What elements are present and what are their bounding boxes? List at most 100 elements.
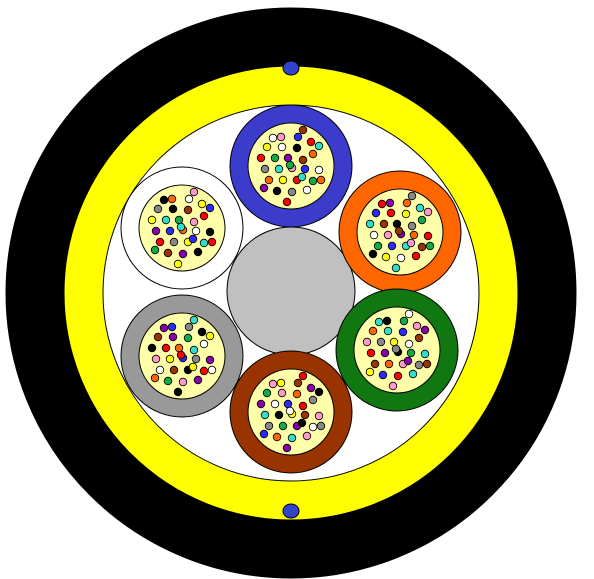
optical-fiber bbox=[394, 226, 404, 236]
optical-fiber bbox=[292, 143, 302, 153]
optical-fiber bbox=[425, 241, 435, 251]
optical-fiber bbox=[282, 197, 292, 207]
optical-fiber bbox=[205, 203, 215, 213]
optical-fiber bbox=[161, 215, 171, 225]
optical-fiber bbox=[420, 325, 430, 335]
optical-fiber bbox=[384, 359, 394, 369]
optical-fiber bbox=[168, 332, 178, 342]
optical-fiber bbox=[150, 245, 160, 255]
optical-fiber bbox=[371, 208, 381, 218]
optical-fiber bbox=[199, 366, 209, 376]
optical-fiber bbox=[259, 183, 269, 193]
optical-fiber bbox=[370, 359, 380, 369]
optical-fiber bbox=[191, 354, 201, 364]
optical-fiber bbox=[262, 388, 272, 398]
optical-fiber bbox=[163, 248, 173, 258]
optical-fiber bbox=[184, 194, 194, 204]
optical-fiber bbox=[391, 263, 401, 273]
optical-fiber bbox=[314, 165, 324, 175]
optical-fiber bbox=[306, 137, 316, 147]
ripcord-group bbox=[282, 60, 300, 519]
optical-fiber bbox=[368, 249, 378, 259]
optical-fiber bbox=[199, 339, 209, 349]
optical-fiber bbox=[268, 379, 278, 389]
optical-fiber bbox=[167, 322, 177, 332]
optical-fiber bbox=[189, 187, 199, 197]
optical-fiber bbox=[423, 231, 433, 241]
optical-fiber bbox=[207, 365, 217, 375]
optical-fiber bbox=[292, 389, 302, 399]
optical-fiber bbox=[362, 337, 372, 347]
optical-fiber bbox=[165, 226, 175, 236]
optical-fiber bbox=[207, 237, 217, 247]
optical-fiber bbox=[302, 185, 312, 195]
optical-fiber bbox=[415, 203, 425, 213]
buffer-tube-group bbox=[120, 104, 462, 474]
optical-fiber bbox=[169, 237, 179, 247]
optical-fiber bbox=[270, 153, 280, 163]
optical-fiber bbox=[298, 155, 308, 165]
optical-fiber bbox=[189, 345, 199, 355]
optical-fiber bbox=[406, 238, 416, 248]
optical-fiber bbox=[298, 371, 308, 381]
optical-fiber bbox=[401, 209, 411, 219]
optical-fiber bbox=[407, 221, 417, 231]
optical-fiber bbox=[297, 172, 307, 182]
optical-fiber bbox=[380, 348, 390, 358]
optical-fiber bbox=[398, 327, 408, 337]
optical-fiber bbox=[197, 199, 207, 209]
optical-fiber bbox=[199, 211, 209, 221]
buffer-tube-blue bbox=[229, 104, 353, 228]
optical-fiber bbox=[159, 323, 169, 333]
optical-fiber bbox=[169, 365, 179, 375]
optical-fiber bbox=[270, 399, 280, 409]
optical-fiber bbox=[389, 337, 399, 347]
optical-fiber bbox=[402, 198, 412, 208]
optical-fiber bbox=[264, 421, 274, 431]
optical-fiber bbox=[368, 326, 378, 336]
optical-fiber bbox=[308, 395, 318, 405]
optical-fiber bbox=[278, 421, 288, 431]
optical-fiber bbox=[173, 387, 183, 397]
optical-fiber bbox=[297, 418, 307, 428]
optical-fiber bbox=[178, 249, 188, 259]
optical-fiber bbox=[287, 433, 297, 443]
optical-fiber bbox=[155, 365, 165, 375]
optical-fiber bbox=[167, 194, 177, 204]
optical-fiber bbox=[386, 208, 396, 218]
optical-fiber bbox=[183, 205, 193, 215]
optical-fiber bbox=[316, 175, 326, 185]
optical-fiber bbox=[205, 331, 215, 341]
optical-fiber bbox=[396, 253, 406, 263]
optical-fiber bbox=[414, 333, 424, 343]
buffer-tube-orange bbox=[338, 170, 462, 294]
optical-fiber bbox=[298, 401, 308, 411]
optical-fiber bbox=[365, 219, 375, 229]
optical-fiber bbox=[422, 359, 432, 369]
optical-fiber bbox=[293, 378, 303, 388]
optical-fiber bbox=[403, 356, 413, 366]
optical-fiber bbox=[274, 164, 284, 174]
optical-fiber bbox=[308, 149, 318, 159]
buffer-tube-brown bbox=[229, 350, 353, 474]
optical-fiber bbox=[159, 195, 169, 205]
optical-fiber bbox=[283, 153, 293, 163]
optical-fiber bbox=[314, 411, 324, 421]
optical-fiber bbox=[409, 230, 419, 240]
optical-fiber bbox=[404, 309, 414, 319]
optical-fiber bbox=[366, 348, 376, 358]
optical-fiber bbox=[373, 241, 383, 251]
optical-fiber bbox=[193, 375, 203, 385]
optical-fiber bbox=[365, 367, 375, 377]
optical-fiber bbox=[379, 219, 389, 229]
optical-fiber bbox=[383, 230, 393, 240]
optical-fiber bbox=[147, 343, 157, 353]
optical-fiber bbox=[411, 251, 421, 261]
optical-fiber bbox=[277, 388, 287, 398]
optical-fiber bbox=[385, 198, 395, 208]
optical-fiber bbox=[150, 373, 160, 383]
optical-fiber bbox=[178, 377, 188, 387]
optical-fiber bbox=[392, 219, 402, 229]
